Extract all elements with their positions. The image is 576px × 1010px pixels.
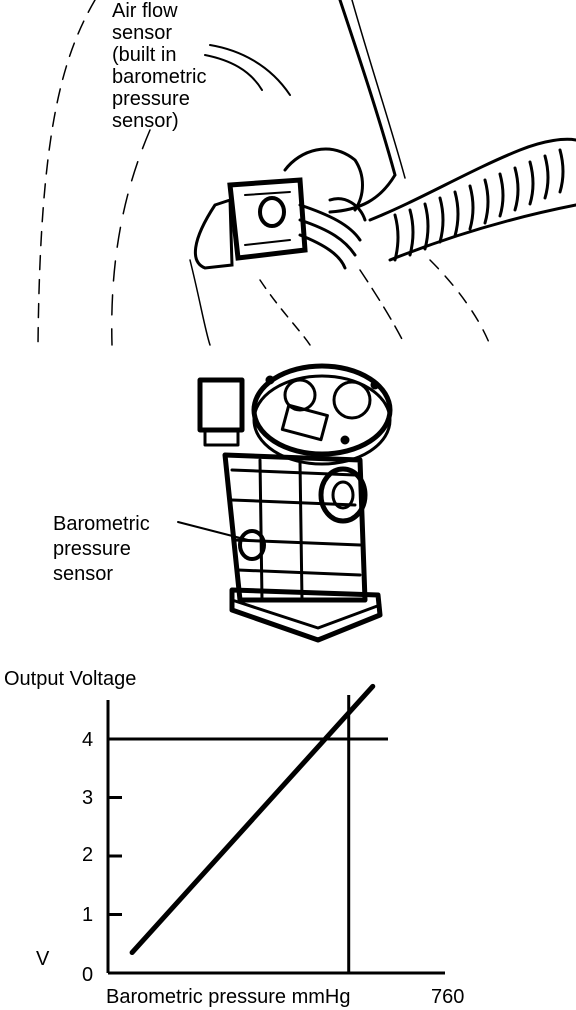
air-flow-sensor-line-1: Air flow bbox=[112, 0, 178, 22]
air-flow-sensor-line-4: barometric bbox=[112, 66, 207, 88]
air-flow-sensor-label: Air flow sensor (built in barometric pre… bbox=[112, 0, 206, 132]
barometric-sensor-line-3: sensor bbox=[53, 563, 114, 585]
y-axis-title: Output Voltage bbox=[4, 668, 137, 690]
air-flow-sensor-line-3: (built in bbox=[112, 44, 177, 66]
air-flow-sensor-line-2: sensor bbox=[112, 22, 173, 44]
barometric-sensor-line-2: pressure bbox=[53, 538, 131, 560]
y-unit-label: V bbox=[36, 948, 50, 970]
sensor-assembly-illustration bbox=[177, 363, 393, 643]
air-flow-sensor-line-6: sensor) bbox=[112, 110, 179, 132]
y-tick-label-0: 0 bbox=[82, 964, 94, 986]
output-voltage-line-0 bbox=[129, 683, 376, 956]
x-tick-label-760: 760 bbox=[431, 986, 465, 1008]
y-tick-label-4: 4 bbox=[82, 729, 94, 751]
air-flow-sensor-line-5: pressure bbox=[112, 88, 190, 110]
x-axis-title: Barometric pressure mmHg bbox=[106, 986, 351, 1008]
air-flow-sensor-illustration bbox=[37, 0, 576, 346]
y-tick-label-1: 1 bbox=[82, 904, 94, 926]
barometric-sensor-line-1: Barometric bbox=[53, 513, 150, 535]
y-tick-label-2: 2 bbox=[82, 844, 94, 866]
y-tick-label-3: 3 bbox=[82, 787, 94, 809]
barometric-sensor-label: Barometric pressure sensor bbox=[53, 512, 150, 587]
